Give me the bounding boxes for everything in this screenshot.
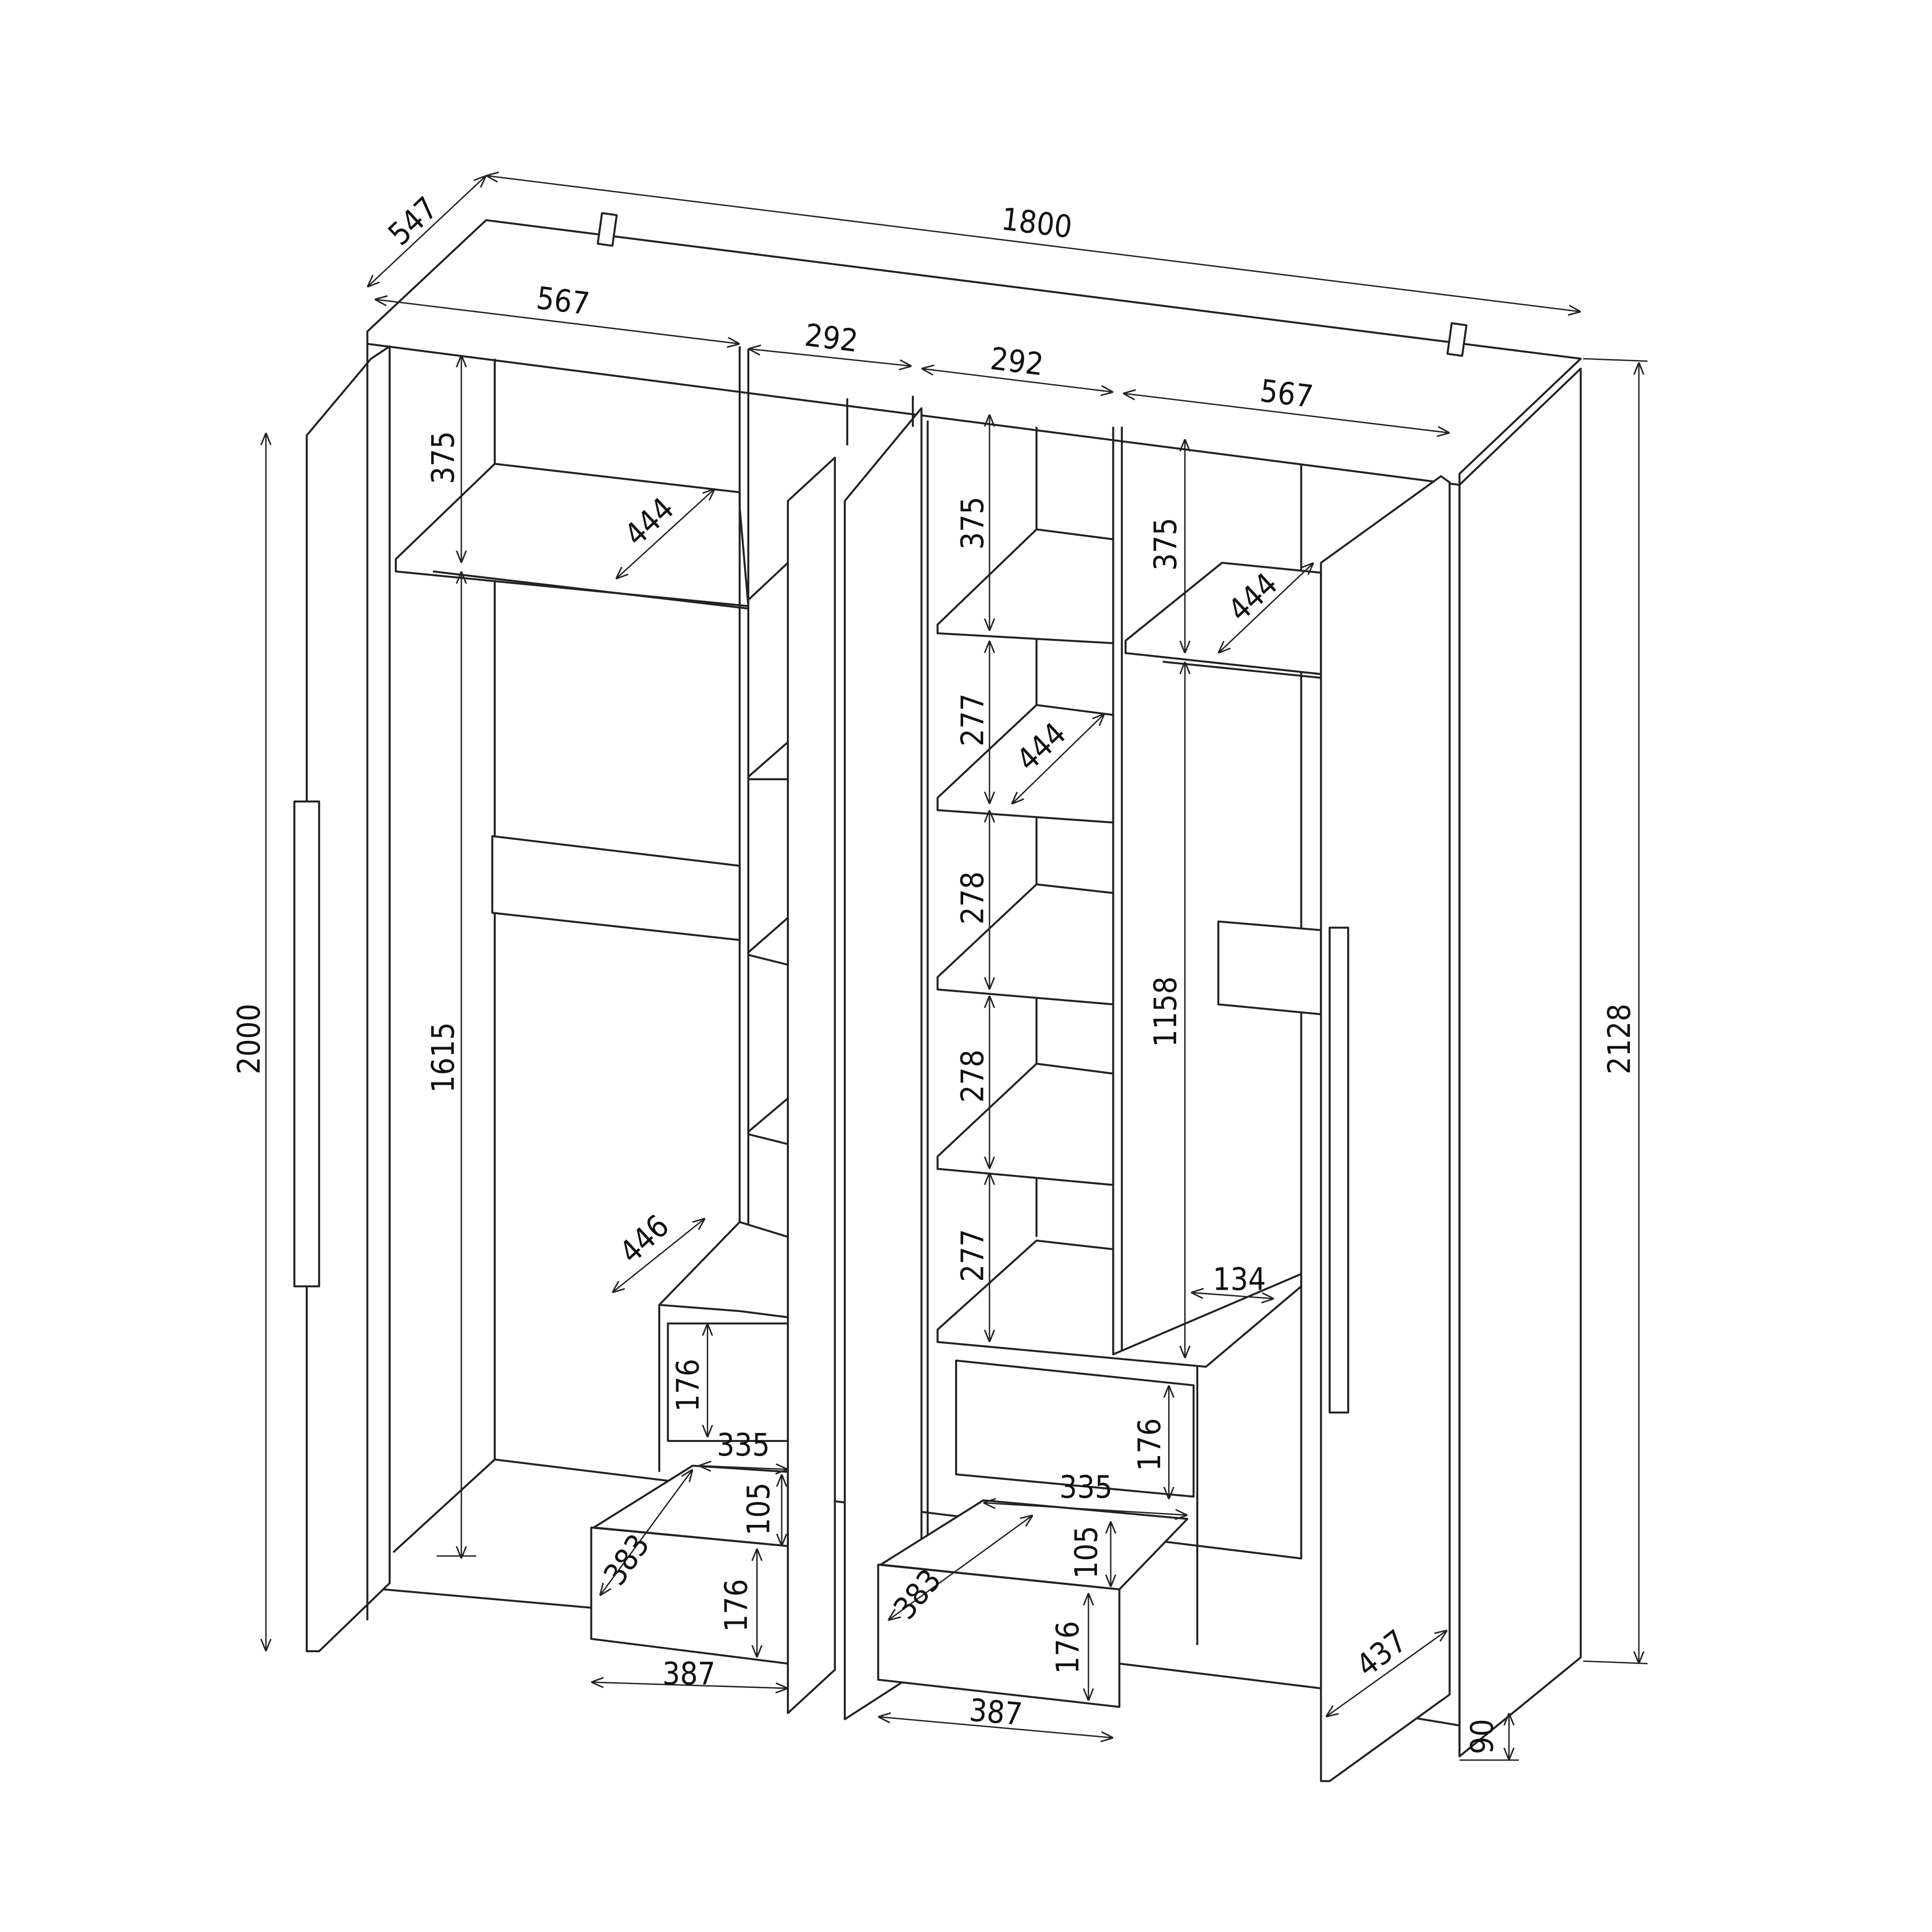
- svg-text:547: 547: [382, 190, 445, 252]
- svg-text:292: 292: [803, 317, 860, 359]
- dim-left-drawer-inner-width: 335: [699, 1427, 788, 1469]
- left-door-handle: [293, 800, 320, 1287]
- left-drawer-cabinet-top: [658, 1221, 789, 1318]
- wardrobe-body: [293, 212, 1582, 1782]
- svg-text:277: 277: [955, 693, 991, 746]
- dim-left-drawer-width: 387: [591, 1656, 788, 1692]
- plinth: [382, 1564, 594, 1609]
- dim-right-hanging: 1158: [1148, 662, 1185, 1359]
- dim-right-drawer-width: 387: [878, 1692, 1113, 1738]
- dim-left-hanging: 1615: [426, 571, 476, 1559]
- svg-text:176: 176: [1050, 1621, 1086, 1674]
- left-rail-cover: [491, 835, 741, 941]
- middle-shelf-1: [936, 528, 1114, 645]
- right-side-panel: [1458, 368, 1582, 1758]
- svg-text:2000: 2000: [231, 1004, 267, 1074]
- dim-body-height: 2000: [231, 433, 267, 1652]
- left-door: [305, 345, 391, 1653]
- left-upper-drawer: [667, 1322, 789, 1442]
- svg-text:2128: 2128: [1602, 1004, 1637, 1074]
- dim-right-drawer-upper: 176: [1132, 1385, 1169, 1499]
- middle-shelf-3: [936, 883, 1114, 1006]
- dim-total-height: 2128: [1583, 358, 1648, 1664]
- wall-bracket-left: [597, 212, 618, 247]
- svg-text:387: 387: [663, 1656, 716, 1692]
- right-top-shelf: [1124, 562, 1322, 675]
- svg-text:567: 567: [1258, 373, 1315, 415]
- dim-right-drawer-inner-height: 105: [1069, 1521, 1111, 1587]
- dim-right-drawer-inner-width: 335: [983, 1469, 1187, 1515]
- dim-right-top-gap: 375: [1148, 439, 1185, 653]
- dim-mid-gap-3: 278: [955, 810, 991, 990]
- dim-mid-gap-4: 278: [955, 995, 991, 1169]
- svg-text:1615: 1615: [426, 1022, 461, 1093]
- middle-left-door: [786, 457, 836, 1714]
- svg-text:567: 567: [534, 280, 591, 322]
- dim-mid-gap-1: 375: [955, 414, 991, 631]
- svg-text:1158: 1158: [1148, 976, 1184, 1047]
- svg-text:105: 105: [741, 1482, 777, 1536]
- svg-text:375: 375: [426, 431, 461, 484]
- svg-text:176: 176: [671, 1359, 706, 1412]
- dim-plinth: 90: [1459, 1713, 1519, 1761]
- svg-text:335: 335: [717, 1427, 770, 1463]
- dim-left-top-gap: 375: [426, 355, 461, 563]
- svg-text:375: 375: [1148, 518, 1184, 571]
- dim-left-drawer-upper: 176: [671, 1323, 708, 1438]
- svg-text:1800: 1800: [999, 201, 1074, 246]
- dim-top-mid-left: 292: [748, 317, 911, 366]
- svg-text:134: 134: [1213, 1261, 1266, 1297]
- dim-total-width: 1800: [486, 176, 1581, 312]
- middle-right-door: [843, 407, 923, 1720]
- dim-left-drawer-inner-height: 105: [741, 1474, 782, 1547]
- right-upper-drawer: [955, 1359, 1195, 1498]
- svg-text:176: 176: [1132, 1418, 1168, 1471]
- dim-top-right-section: 567: [1123, 373, 1449, 433]
- wall-bracket-right: [1446, 322, 1468, 357]
- svg-text:105: 105: [1069, 1526, 1105, 1579]
- svg-text:375: 375: [955, 497, 991, 550]
- right-drawer-cabinet-top: [936, 1239, 1302, 1368]
- svg-text:278: 278: [955, 1049, 991, 1103]
- svg-text:90: 90: [1465, 1719, 1500, 1754]
- svg-text:446: 446: [613, 1208, 676, 1270]
- middle-shelf-4: [936, 1063, 1114, 1186]
- svg-text:292: 292: [989, 341, 1046, 383]
- svg-text:277: 277: [955, 1229, 991, 1282]
- right-door: [1320, 475, 1451, 1782]
- dim-mid-gap-5: 277: [955, 1172, 991, 1342]
- svg-text:335: 335: [1059, 1469, 1113, 1505]
- right-door-handle: [1328, 926, 1350, 1414]
- dim-top-mid-right: 292: [922, 341, 1113, 392]
- left-top-shelf: [394, 463, 750, 607]
- dim-left-drawer-lower: 176: [719, 1548, 757, 1658]
- dim-mid-gap-2: 277: [955, 640, 991, 804]
- svg-text:278: 278: [955, 871, 991, 925]
- dim-top-left-section: 567: [375, 280, 739, 344]
- right-rail-cover: [1217, 920, 1322, 1015]
- dim-right-side-shelf: 134: [1191, 1261, 1274, 1299]
- svg-text:176: 176: [719, 1579, 754, 1632]
- dim-right-drawer-lower: 176: [1050, 1593, 1089, 1701]
- svg-text:387: 387: [968, 1692, 1024, 1733]
- top-panel: [366, 219, 1582, 486]
